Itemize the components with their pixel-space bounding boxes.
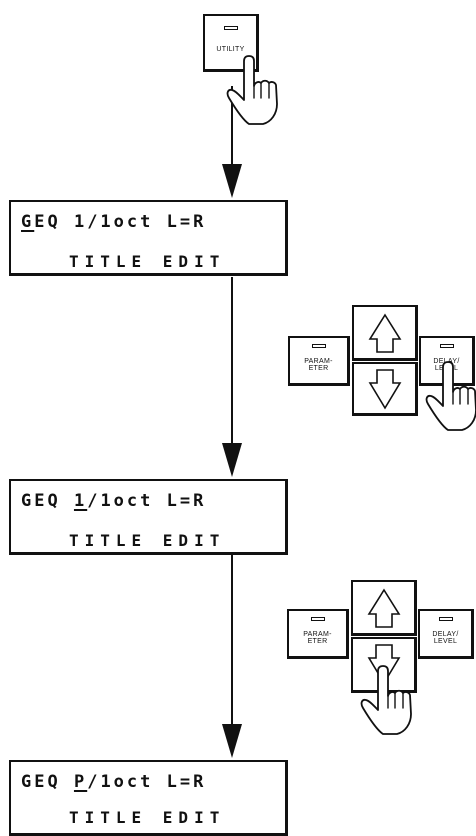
- display-3-line-2: TITLE EDIT: [69, 808, 226, 827]
- utility-led-indicator: [223, 26, 238, 30]
- flow-arrow-3: [222, 555, 242, 758]
- display-1-line-1: GEQ 1/1oct L=R: [21, 212, 206, 232]
- down-button[interactable]: [352, 362, 418, 416]
- display-3-line-1: GEQ P/1oct L=R: [21, 772, 206, 792]
- display-1-cursor-char: G: [21, 212, 35, 232]
- display-2-line-1-prefix: GEQ: [21, 491, 74, 511]
- parameter-button-label: PARAM- ETER: [303, 631, 332, 645]
- delay-level-button[interactable]: DELAY/ LEVEL: [418, 609, 474, 659]
- lcd-display-2: GEQ 1/1oct L=R TITLE EDIT: [9, 479, 288, 555]
- display-3-line-1-prefix: GEQ: [21, 772, 74, 792]
- pointing-hand-icon: [425, 361, 476, 431]
- display-2-line-1-suffix: /1oct L=R: [87, 491, 207, 511]
- display-3-line-1-suffix: /1oct L=R: [87, 772, 207, 792]
- lcd-display-3: GEQ P/1oct L=R TITLE EDIT: [9, 760, 288, 836]
- up-button[interactable]: [352, 305, 418, 361]
- parameter-button[interactable]: PARAM- ETER: [287, 609, 349, 659]
- parameter-led-indicator: [311, 344, 326, 348]
- delay-level-led-indicator: [439, 344, 454, 348]
- delay-level-button-label: DELAY/ LEVEL: [432, 631, 459, 645]
- display-3-cursor-char: P: [73, 772, 88, 792]
- up-arrow-icon: [367, 588, 401, 628]
- pointing-hand-icon: [226, 55, 278, 125]
- display-2-line-2: TITLE EDIT: [69, 531, 226, 550]
- parameter-button[interactable]: PARAM- ETER: [288, 336, 350, 386]
- delay-level-led-indicator: [438, 617, 453, 621]
- pointing-hand-icon: [360, 665, 412, 735]
- display-1-line-2: TITLE EDIT: [69, 252, 226, 271]
- utility-button-label: UTILITY: [216, 46, 245, 53]
- display-2-line-1: GEQ 1/1oct L=R: [21, 491, 206, 511]
- flow-arrow-2: [222, 277, 242, 477]
- up-arrow-icon: [368, 313, 402, 353]
- lcd-display-1: GEQ 1/1oct L=R TITLE EDIT: [9, 200, 288, 276]
- down-arrow-icon: [367, 644, 401, 685]
- display-1-line-1-text: EQ 1/1oct L=R: [34, 212, 207, 232]
- parameter-button-label: PARAM- ETER: [304, 358, 333, 372]
- parameter-led-indicator: [310, 617, 325, 621]
- display-2-cursor-char: 1: [73, 491, 88, 511]
- up-button[interactable]: [351, 580, 417, 636]
- down-arrow-icon: [368, 369, 402, 410]
